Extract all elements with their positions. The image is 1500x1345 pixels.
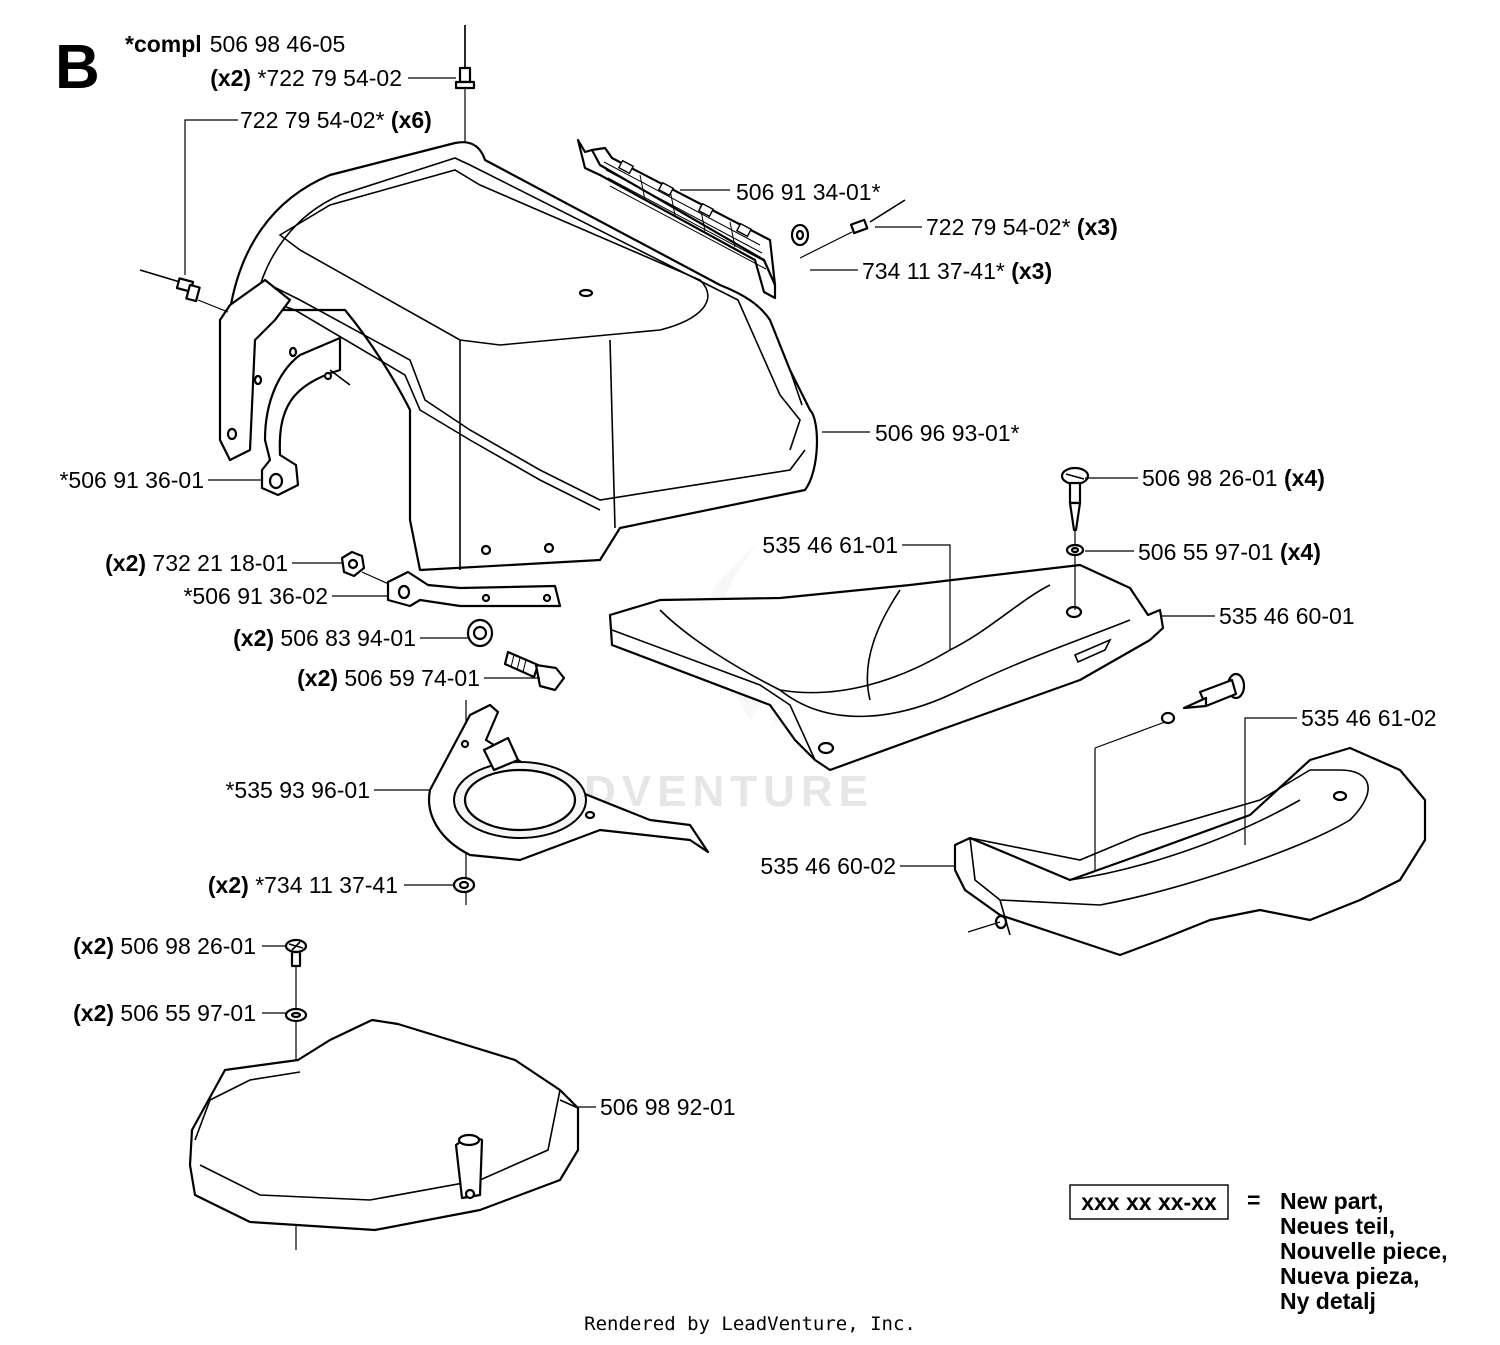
hood-part xyxy=(228,141,818,572)
callout-bolt: (x2) 506 59 74-01 xyxy=(297,665,480,691)
legend-line-3: Nouvelle piece, xyxy=(1280,1238,1447,1264)
callout-washer-ring: (x2) *734 11 37-41 xyxy=(208,872,398,898)
callout-bracket-lower: *506 91 36-02 xyxy=(183,583,328,609)
bolt-part xyxy=(503,650,566,692)
callout-rivet-left: 722 79 54-02* (x6) xyxy=(240,107,432,133)
compl-line: *compl 506 98 46-05 xyxy=(125,31,345,57)
nut-part xyxy=(340,550,403,591)
washer-battery-part xyxy=(284,1007,308,1023)
screw-top-right-part xyxy=(1060,466,1090,610)
legend-box-text: xxx xx xx-xx xyxy=(1081,1189,1217,1215)
cover-top-part xyxy=(608,563,1165,772)
grille-mesh xyxy=(603,161,767,270)
screw-battery-part xyxy=(284,938,308,1060)
legend-line-2: Neues teil, xyxy=(1280,1213,1395,1239)
washer-ring-part xyxy=(452,876,476,894)
ring-support-part xyxy=(427,703,710,862)
callout-washer-top-right: 506 55 97-01 (x4) xyxy=(1138,539,1321,565)
legend-equals: = xyxy=(1247,1187,1260,1213)
section-letter: B xyxy=(55,33,100,102)
legend-line-1: New part, xyxy=(1280,1188,1384,1214)
compl-number: 506 98 46-05 xyxy=(210,31,346,57)
callout-cover-top-label: 535 46 61-01 xyxy=(762,532,898,558)
bracket-lower-part xyxy=(386,570,562,608)
callout-rivet-grille: 722 79 54-02* (x3) xyxy=(926,214,1118,240)
battery-cover-part xyxy=(188,1018,580,1250)
callout-cover-bottom-label: 535 46 61-02 xyxy=(1301,705,1437,731)
callout-cover-bottom: 535 46 60-02 xyxy=(760,853,896,879)
grille-part xyxy=(576,138,777,300)
callout-hood: 506 96 93-01* xyxy=(875,420,1020,446)
callout-labels: (x2) *722 79 54-02 722 79 54-02* (x6) 50… xyxy=(59,65,1436,1120)
callout-screw-battery: (x2) 506 98 26-01 xyxy=(73,933,256,959)
callout-bracket-left: *506 91 36-01 xyxy=(59,467,204,493)
rivet-left-part xyxy=(139,119,238,313)
compl-prefix: *compl xyxy=(125,31,202,57)
callout-battery-cover: 506 98 92-01 xyxy=(600,1094,736,1120)
leader-lines xyxy=(208,77,1297,1108)
legend-line-5: Ny detalj xyxy=(1280,1288,1376,1314)
callout-ring-support: *535 93 96-01 xyxy=(225,777,370,803)
legend-line-4: Nueva pieza, xyxy=(1280,1263,1419,1289)
hood-arm-part xyxy=(218,278,292,462)
callout-grille: 506 91 34-01* xyxy=(736,179,881,205)
washer-top-right-part xyxy=(1065,543,1085,557)
spacer-part xyxy=(466,618,494,648)
footer-credit: Rendered by LeadVenture, Inc. xyxy=(584,1313,916,1335)
screw-lower-right-part xyxy=(1094,672,1246,885)
legend: xxx xx xx-xx = New part, Neues teil, Nou… xyxy=(1069,1184,1447,1314)
callout-screw-top-right: 506 98 26-01 (x4) xyxy=(1142,465,1325,491)
callout-spacer: (x2) 506 83 94-01 xyxy=(233,625,416,651)
callout-rivet-top: (x2) *722 79 54-02 xyxy=(210,65,402,91)
callout-cover-top: 535 46 60-01 xyxy=(1219,603,1355,629)
cover-bottom-part xyxy=(953,746,1427,957)
callout-washer-grille: 734 11 37-41* (x3) xyxy=(862,258,1052,284)
bracket-left-part xyxy=(260,336,351,497)
washer-grille-part xyxy=(790,223,810,247)
rivet-grille-part xyxy=(799,199,906,259)
legend-box xyxy=(1069,1184,1229,1220)
callout-nut: (x2) 732 21 18-01 xyxy=(105,550,288,576)
callout-washer-battery: (x2) 506 55 97-01 xyxy=(73,1000,256,1026)
